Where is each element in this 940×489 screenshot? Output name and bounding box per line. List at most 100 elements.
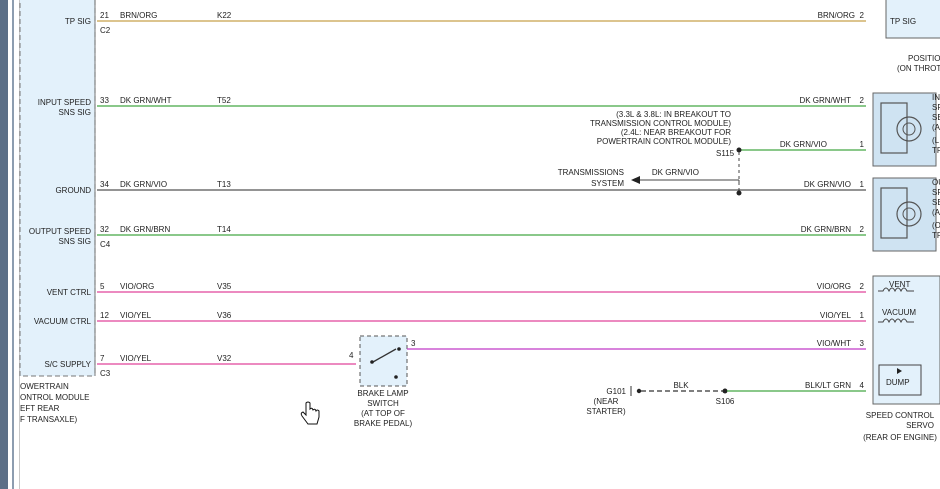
hand-cursor-icon [300, 401, 320, 425]
ground-right-pin: 4 [860, 381, 865, 390]
ground-right-color: BLK/LT GRN [805, 381, 851, 390]
tp-sensor-box [885, 0, 940, 39]
servo-dump-label: DUMP [886, 378, 910, 387]
output-sensor-label: SP [932, 188, 940, 197]
pin-label: SNS SIG [59, 108, 91, 117]
brake-lamp-switch: 4 3 BRAKE LAMP SWITCH (AT TOP OF BRAKE P… [349, 335, 866, 428]
output-sensor-label: (A [932, 208, 940, 217]
wire-color: DK GRN/WHT [120, 96, 172, 105]
pin-number: 21 [100, 11, 109, 20]
position-sensor-label: (ON THROT [897, 64, 940, 73]
pin-number-right: 2 [860, 11, 865, 20]
pin-number: 5 [100, 282, 105, 291]
breakout-note: (3.3L & 3.8L: IN BREAKOUT TO TRANSMISSIO… [590, 110, 731, 146]
servo-label: (REAR OF ENGINE) [863, 433, 937, 442]
servo-label: SPEED CONTROL [866, 411, 935, 420]
servo-vent-label: VENT [889, 280, 910, 289]
ground-note: STARTER) [586, 407, 626, 416]
pin-row: VENT CTRL 5 VIO/ORG V35 VIO/ORG 2 [47, 282, 866, 297]
pin-label: INPUT SPEED [38, 98, 91, 107]
pin-label: SNS SIG [59, 237, 91, 246]
input-sensor-label: SP [932, 103, 940, 112]
brake-switch-pin-in: 4 [349, 351, 354, 360]
tp-sensor-label: TP SIG [890, 17, 916, 26]
ground-g101: G101 BLK S106 (NEAR STARTER) BLK/LT GRN … [586, 381, 866, 416]
pin-number-right: 1 [860, 311, 865, 320]
pcm-box [19, 0, 96, 377]
wire-color: VIO/YEL [120, 354, 152, 363]
pin-number-right: 2 [860, 282, 865, 291]
wire-color: VIO/YEL [120, 311, 152, 320]
wire-color: DK GRN/BRN [120, 225, 170, 234]
pin-number-right: 2 [860, 225, 865, 234]
servo-label: SERVO [906, 421, 934, 430]
ground-splice: S106 [716, 397, 735, 406]
brake-switch-label: SWITCH [367, 399, 399, 408]
pin-row: VACUUM CTRL 12 VIO/YEL V36 VIO/YEL 1 [34, 311, 866, 326]
input-sensor-label: TR [932, 146, 940, 155]
speed-control-servo: VENT VACUUM DUMP SPEED CONTROL SERVO (RE… [863, 275, 940, 442]
wire-color-right: DK GRN/BRN [801, 225, 851, 234]
window-left-line [12, 0, 14, 489]
wire-color-right: VIO/YEL [820, 311, 852, 320]
circuit-id: T13 [217, 180, 231, 189]
splice-branch-pin: 1 [860, 140, 865, 149]
splice-s115-label: S115 [716, 149, 735, 158]
pin-label: VENT CTRL [47, 288, 92, 297]
splice-s115-dot [736, 147, 742, 153]
output-sensor-label: OU [932, 178, 940, 187]
input-sensor-label: IN [932, 93, 940, 102]
output-sensor-label: TR [932, 231, 940, 240]
pin-label: VACUUM CTRL [34, 317, 92, 326]
pin-label: S/C SUPPLY [44, 360, 91, 369]
connector-id: C2 [100, 26, 111, 35]
input-speed-sensor: IN SP SE (A (L TR [872, 92, 940, 167]
output-speed-sensor: OU SP SE (A (O TR [872, 177, 940, 252]
supply-right-color: VIO/WHT [817, 339, 851, 348]
input-sensor-label: (L [932, 136, 940, 145]
wire-color: DK GRN/VIO [120, 180, 167, 189]
pin-number: 32 [100, 225, 109, 234]
transmission-system-branch: DK GRN/VIO TRANSMISSIONS SYSTEM [558, 168, 740, 188]
wire-color: VIO/ORG [120, 282, 154, 291]
circuit-id: K22 [217, 11, 232, 20]
pin-number: 12 [100, 311, 109, 320]
output-sensor-label: SE [932, 198, 940, 207]
pin-number: 33 [100, 96, 109, 105]
brake-switch-label: BRAKE LAMP [357, 389, 408, 398]
window-left-edge [0, 0, 8, 489]
connector-id: C4 [100, 240, 111, 249]
brake-switch-label: BRAKE PEDAL) [354, 419, 413, 428]
trans-color: DK GRN/VIO [652, 168, 699, 177]
pin-number-right: 2 [860, 96, 865, 105]
wire-color: BRN/ORG [120, 11, 157, 20]
pcm-label-line: EFT REAR [20, 404, 60, 413]
trans-label: SYSTEM [591, 179, 624, 188]
pcm-label-line: OWERTRAIN [20, 382, 69, 391]
input-sensor-label: SE [932, 113, 940, 122]
breakout-note-line: (3.3L & 3.8L: IN BREAKOUT TO [616, 110, 731, 119]
input-sensor-label: (A [932, 123, 940, 132]
breakout-note-line: TRANSMISSION CONTROL MODULE) [590, 119, 731, 128]
breakout-note-line: (2.4L: NEAR BREAKOUT FOR [621, 128, 731, 137]
circuit-id: V35 [217, 282, 232, 291]
wire-color-right: VIO/ORG [817, 282, 851, 291]
pcm-label-line: ONTROL MODULE [20, 393, 90, 402]
output-sensor-label: (O [932, 221, 940, 230]
brake-switch-pin-out: 3 [411, 339, 416, 348]
circuit-id: V36 [217, 311, 232, 320]
position-sensor-label: POSITIO [908, 54, 940, 63]
pin-label: TP SIG [65, 17, 91, 26]
pcm-label-line: F TRANSAXLE) [20, 415, 78, 424]
breakout-note-line: POWERTRAIN CONTROL MODULE) [597, 137, 732, 146]
ground-note: (NEAR [594, 397, 619, 406]
circuit-id: T14 [217, 225, 231, 234]
wire-color-right: BRN/ORG [818, 11, 855, 20]
ground-name: G101 [606, 387, 626, 396]
